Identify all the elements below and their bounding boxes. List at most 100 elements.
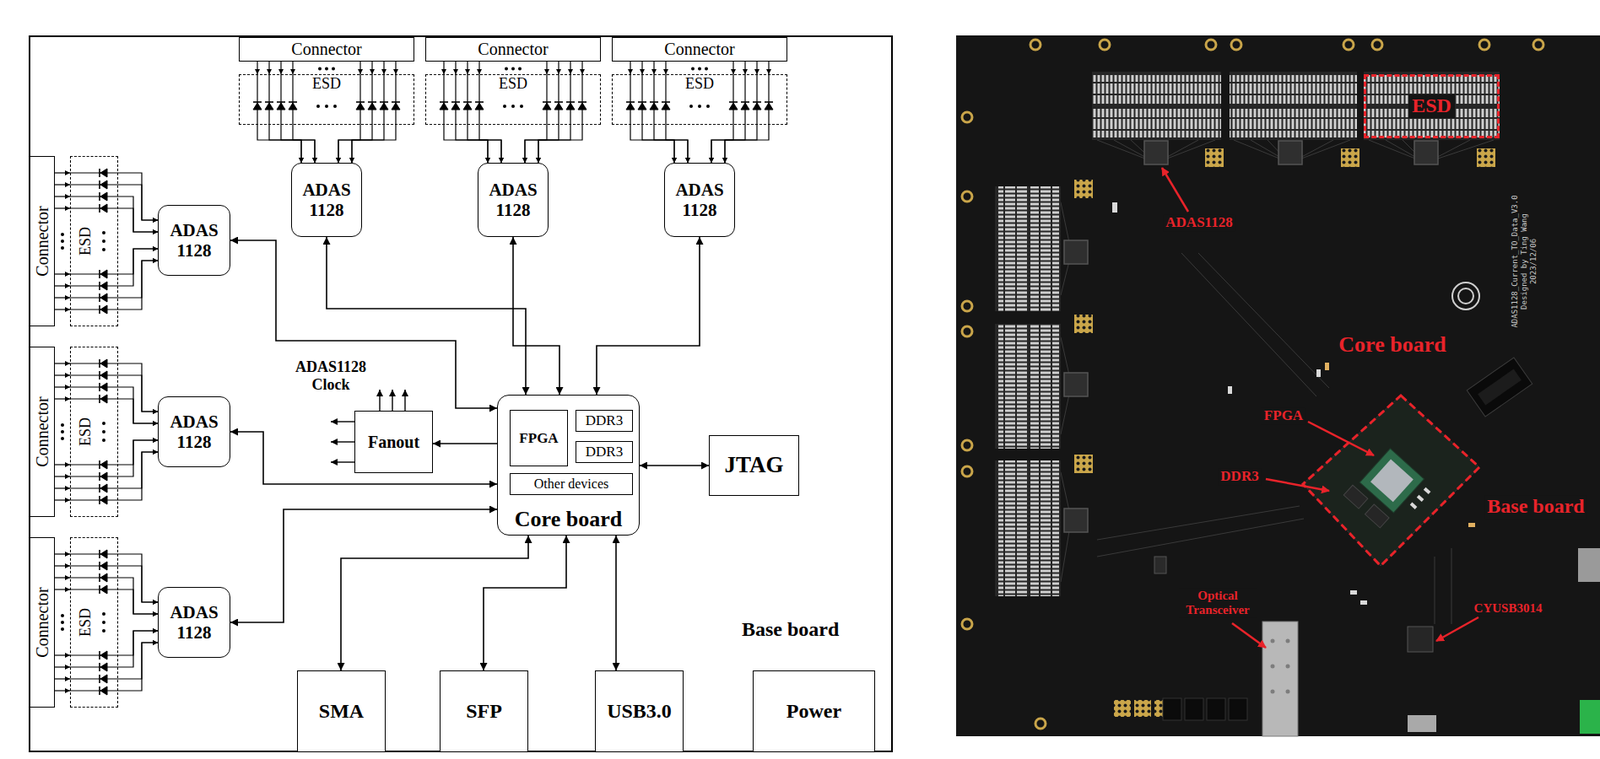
diode-symbol: [744, 74, 746, 125]
diode-symbol: [383, 74, 384, 125]
memory-chip: DDR3: [575, 410, 633, 433]
node-label: ADAS 1128: [482, 179, 544, 221]
diode-symbol: [367, 101, 377, 103]
connector-line: [454, 61, 456, 76]
connector-line: [291, 61, 293, 76]
mounting-hole: [1343, 39, 1354, 50]
connector-line: [118, 387, 158, 424]
node-label: Connector: [32, 587, 53, 658]
adc-chip: ADAS 1128: [157, 396, 231, 468]
board-connector: [1091, 75, 1222, 104]
diode-symbol: [764, 102, 773, 110]
connector-line: [641, 61, 643, 76]
connector-line: [639, 464, 709, 467]
jtag-header-photo: [1466, 357, 1532, 417]
diode-symbol: [98, 394, 101, 404]
optical-cage: [1286, 690, 1291, 695]
mounting-hole: [962, 440, 973, 451]
connector-line: [711, 124, 746, 163]
gold-pad: [1205, 148, 1224, 168]
gold-pad: [1074, 454, 1093, 474]
ellipsis-dot: [511, 104, 515, 109]
diode-symbol: [478, 74, 480, 125]
board-connector: [994, 324, 1061, 449]
diode-symbol: [100, 550, 108, 559]
diode-symbol: [98, 496, 101, 505]
gold-pad: [1074, 314, 1093, 334]
connector-line: [118, 248, 158, 287]
diode-symbol: [475, 101, 484, 103]
ellipsis-dot: [60, 232, 65, 237]
ellipsis-dot: [333, 104, 337, 109]
esd-array: ESD: [70, 537, 119, 709]
connector-line: [54, 565, 71, 567]
leader-arrow: [1436, 617, 1479, 642]
node-label: ADAS 1128: [162, 602, 226, 644]
connector-line: [54, 475, 71, 477]
diode-symbol: [356, 101, 365, 103]
gold-pad: [1113, 700, 1131, 718]
diode-symbol: [70, 285, 119, 287]
diode-symbol: [70, 207, 119, 209]
diode-symbol: [569, 74, 571, 125]
mounting-hole: [1205, 39, 1217, 50]
connector-box: Connector: [29, 156, 55, 327]
mounting-hole: [1231, 39, 1242, 50]
mounting-hole: [962, 39, 1544, 730]
connector-line: [281, 124, 315, 163]
diode-symbol: [100, 383, 108, 392]
node-label: ESD: [498, 75, 528, 93]
connector-line: [54, 398, 71, 400]
connector: [230, 509, 498, 623]
ellipsis-dot: [102, 621, 106, 625]
diode-symbol: [70, 553, 119, 555]
gold-pad: [1074, 179, 1093, 199]
ellipsis-dot: [504, 67, 509, 71]
diode-symbol: [100, 472, 108, 482]
connector-line: [118, 248, 158, 275]
diode-symbol: [379, 102, 389, 110]
connector: [630, 124, 769, 163]
usb-port: USB3.0: [594, 670, 684, 753]
connector-line: [54, 553, 71, 555]
power-block: Power: [752, 670, 876, 753]
connector-line: [54, 195, 71, 197]
diode-symbol: [664, 74, 666, 125]
ellipsis-dot: [511, 67, 515, 71]
ellipsis-dot: [60, 423, 65, 428]
node-label: Other devices: [534, 476, 609, 492]
connector-line: [744, 61, 746, 76]
leader-arrow: [1162, 167, 1189, 212]
connector-line: [338, 124, 361, 163]
jtag-port: JTAG: [708, 435, 800, 497]
diode-symbol: [756, 74, 757, 125]
connector-line: [569, 61, 571, 76]
connector-box: Connector: [29, 346, 55, 518]
diode-symbol: [70, 386, 119, 388]
diode-symbol: [554, 101, 563, 103]
diode-symbol: [463, 101, 472, 103]
diode-symbol: [100, 585, 108, 595]
board-part: [1228, 698, 1248, 721]
board-connector: [994, 460, 1061, 597]
diode-symbol: [764, 101, 773, 103]
connector-line: [538, 124, 583, 163]
diode-symbol: [443, 74, 444, 125]
board-part: [1579, 700, 1600, 735]
diode-symbol: [454, 74, 456, 125]
board-connector: [1030, 460, 1060, 597]
core-board-photo: [1410, 502, 1418, 510]
silkscreen-text: ADAS1128_Current_TO_Data_V3.0: [1510, 194, 1519, 328]
diode-symbol: [70, 487, 119, 489]
ellipsis-dot: [60, 239, 65, 244]
fanout-buffer: Fanout: [354, 410, 433, 474]
ellipsis-dot: [331, 67, 336, 71]
connector-line: [54, 487, 71, 489]
diode-symbol: [70, 183, 119, 185]
connector-line: [118, 399, 158, 424]
board-connector: [1091, 71, 1222, 141]
other-devices: Other devices: [509, 473, 633, 496]
callout-label: FPGA: [1261, 407, 1306, 425]
diode-symbol: [653, 74, 655, 125]
